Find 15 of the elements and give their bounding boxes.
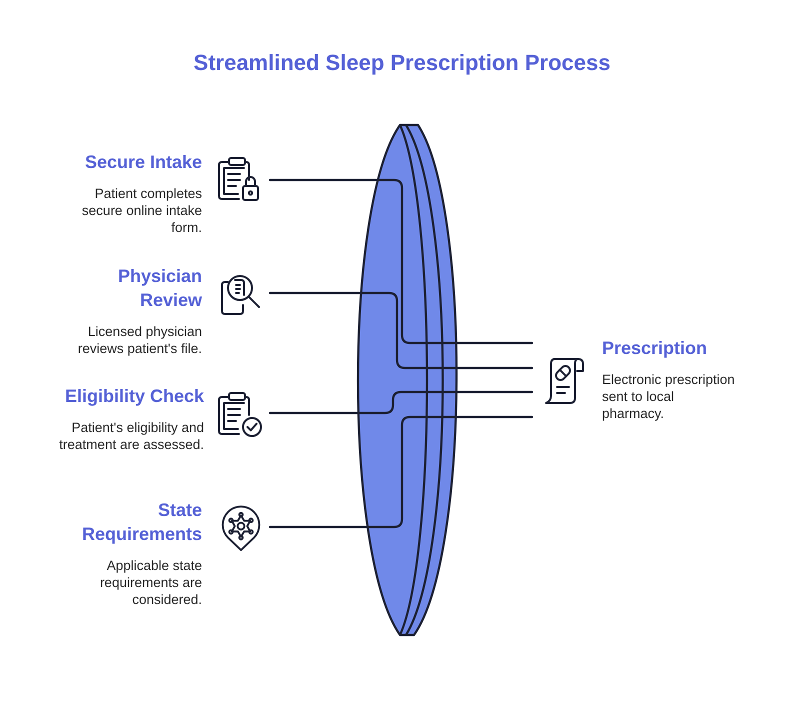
step-title: Eligibility Check [64,385,204,408]
step-description: Applicable state requirements are considered. [98,557,202,608]
title: Streamlined Sleep Prescription Process [192,49,612,77]
step-description: Electronic prescription sent to local pharmacy. [602,371,736,422]
step-description: Licensed physician reviews patient's file. [76,323,202,357]
step-description: Patient's eligibility and treatment are assessed. [58,419,204,453]
step-title: Secure Intake [84,151,202,174]
step-title: Physician Review [116,265,202,312]
step-title: Prescription [602,337,708,360]
connector-line [268,390,534,414]
step-title: State Requirements [80,499,202,546]
connector-line [268,416,534,528]
step-description: Patient completes secure online intake form. [80,185,202,236]
connector-line [268,292,534,370]
connector-line [268,178,534,344]
